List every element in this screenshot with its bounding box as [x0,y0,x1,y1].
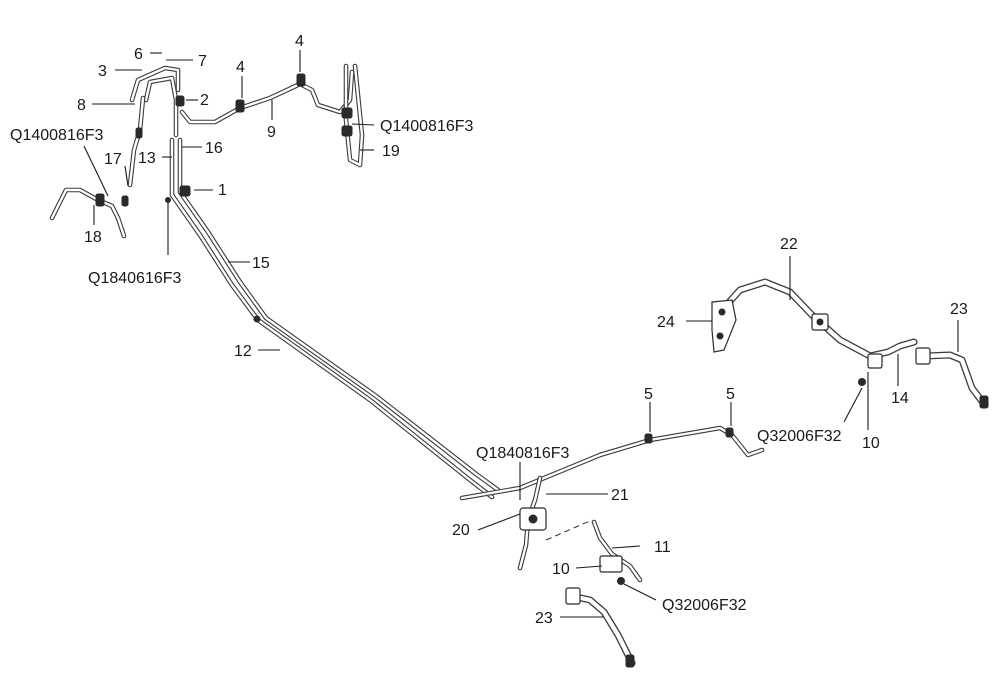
partcode-q32006f32-right: Q32006F32 [757,428,842,445]
callout-1: 1 [218,182,227,199]
partcode-q32006f32-bottom: Q32006F32 [662,597,747,614]
callout-4-top: 4 [295,33,304,50]
callout-15: 15 [252,255,270,272]
hose-23-bottom [568,592,636,667]
callout-10-right: 10 [862,435,880,452]
callout-11: 11 [654,539,671,556]
callout-10-bottom: 10 [552,561,570,578]
main-brake-line-12 [169,137,501,500]
hose-23-right [922,351,988,408]
callout-17: 17 [104,151,122,168]
callout-22: 22 [780,236,798,253]
partcode-q1840616f3: Q1840616F3 [88,270,182,287]
callout-5-right: 5 [726,386,735,403]
callout-6: 6 [134,46,143,63]
callout-13: 13 [138,150,156,167]
callout-8: 8 [77,97,86,114]
dashed-guide [545,519,593,541]
pipe-artwork [49,63,988,667]
partcode-q1840816f3: Q1840816F3 [476,445,570,462]
leader-lines [83,50,959,618]
callout-18: 18 [84,229,102,246]
callout-14: 14 [891,390,909,407]
fittings [95,73,989,668]
callout-9: 9 [267,124,276,141]
callout-labels: 1 2 3 4 4 5 5 6 7 8 9 10 10 11 12 13 14 … [10,33,968,627]
rear-line-5 [459,425,765,501]
callout-20: 20 [452,522,470,539]
callout-7: 7 [198,53,207,70]
upper-cluster-lines [127,65,181,188]
callout-23-right: 23 [950,301,968,318]
callout-3: 3 [98,63,107,80]
callout-23-bottom: 23 [535,610,553,627]
partcode-q1400816f3-right: Q1400816F3 [380,118,474,135]
callout-5-left: 5 [644,386,653,403]
hose-11 [591,519,643,583]
callout-21: 21 [611,487,629,504]
callout-16: 16 [205,140,223,157]
partcode-q1400816f3-left: Q1400816F3 [10,127,104,144]
callout-19: 19 [382,143,400,160]
callout-12: 12 [234,343,252,360]
callout-24: 24 [657,314,675,331]
callout-2: 2 [200,92,209,109]
callout-4-left: 4 [236,59,245,76]
